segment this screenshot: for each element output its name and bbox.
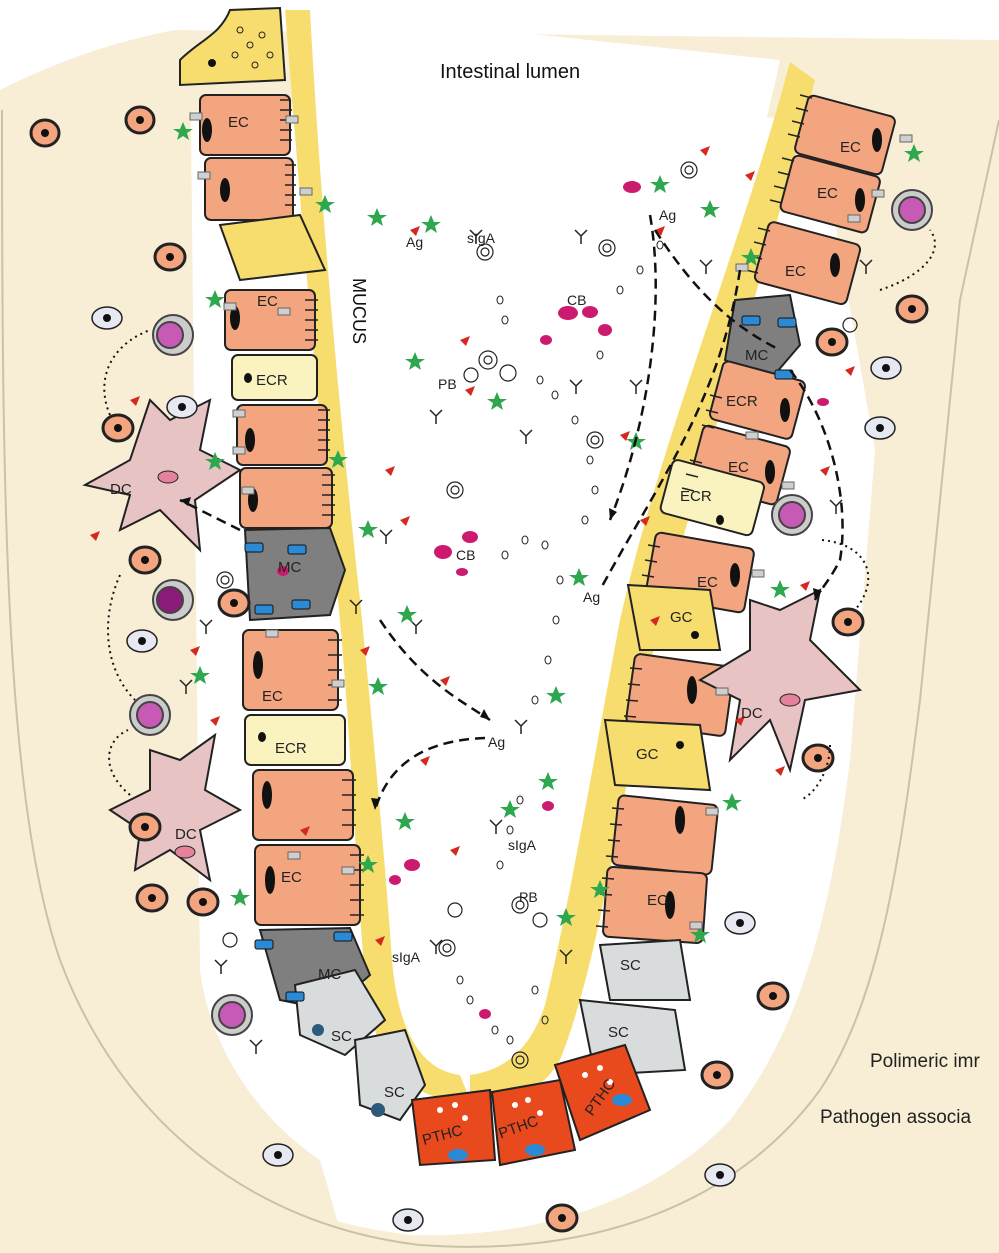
ec-label: EC bbox=[785, 264, 806, 279]
goblet-cell bbox=[180, 8, 285, 85]
mc-label: MC bbox=[745, 348, 768, 363]
siga-label: sIgA bbox=[392, 950, 420, 964]
cb-label: CB bbox=[567, 293, 586, 307]
cb-label: CB bbox=[456, 548, 475, 562]
mc-label: MC bbox=[318, 967, 341, 982]
sc-label: SC bbox=[620, 958, 641, 973]
ecr-label: ECR bbox=[256, 373, 288, 388]
ec-label: EC bbox=[257, 294, 278, 309]
gc-label: GC bbox=[670, 610, 693, 625]
sc-label: SC bbox=[608, 1025, 629, 1040]
ecr-label: ECR bbox=[680, 489, 712, 504]
legend-polimeric: Polimeric imr bbox=[870, 1052, 980, 1071]
ag-label: Ag bbox=[659, 208, 676, 222]
ec-label: EC bbox=[728, 460, 749, 475]
mucus-label: MUCUS bbox=[350, 278, 368, 344]
dc-label: DC bbox=[110, 482, 132, 497]
sc-label: SC bbox=[384, 1085, 405, 1100]
ag-label: Ag bbox=[488, 735, 505, 749]
mc-label: MC bbox=[278, 560, 301, 575]
ec-label: EC bbox=[817, 186, 838, 201]
title-intestinal-lumen: Intestinal lumen bbox=[440, 62, 580, 82]
pb-label: PB bbox=[438, 377, 457, 391]
dc-label: DC bbox=[175, 827, 197, 842]
ecr-label: ECR bbox=[726, 394, 758, 409]
ec-label: EC bbox=[840, 140, 861, 155]
pb-label: PB bbox=[519, 890, 538, 904]
ec-label: EC bbox=[262, 689, 283, 704]
ec-label: EC bbox=[647, 893, 668, 908]
ecr-label: ECR bbox=[275, 741, 307, 756]
siga-label: sIgA bbox=[508, 838, 536, 852]
sc-label: SC bbox=[331, 1029, 352, 1044]
ag-label: Ag bbox=[406, 235, 423, 249]
siga-label: sIgA bbox=[467, 231, 495, 245]
legend-pathogen: Pathogen associa bbox=[820, 1108, 971, 1127]
gc-label: GC bbox=[636, 747, 659, 762]
ag-label: Ag bbox=[583, 590, 600, 604]
ec-label: EC bbox=[697, 575, 718, 590]
ec-label: EC bbox=[281, 870, 302, 885]
ec-label: EC bbox=[228, 115, 249, 130]
dc-label: DC bbox=[741, 706, 763, 721]
